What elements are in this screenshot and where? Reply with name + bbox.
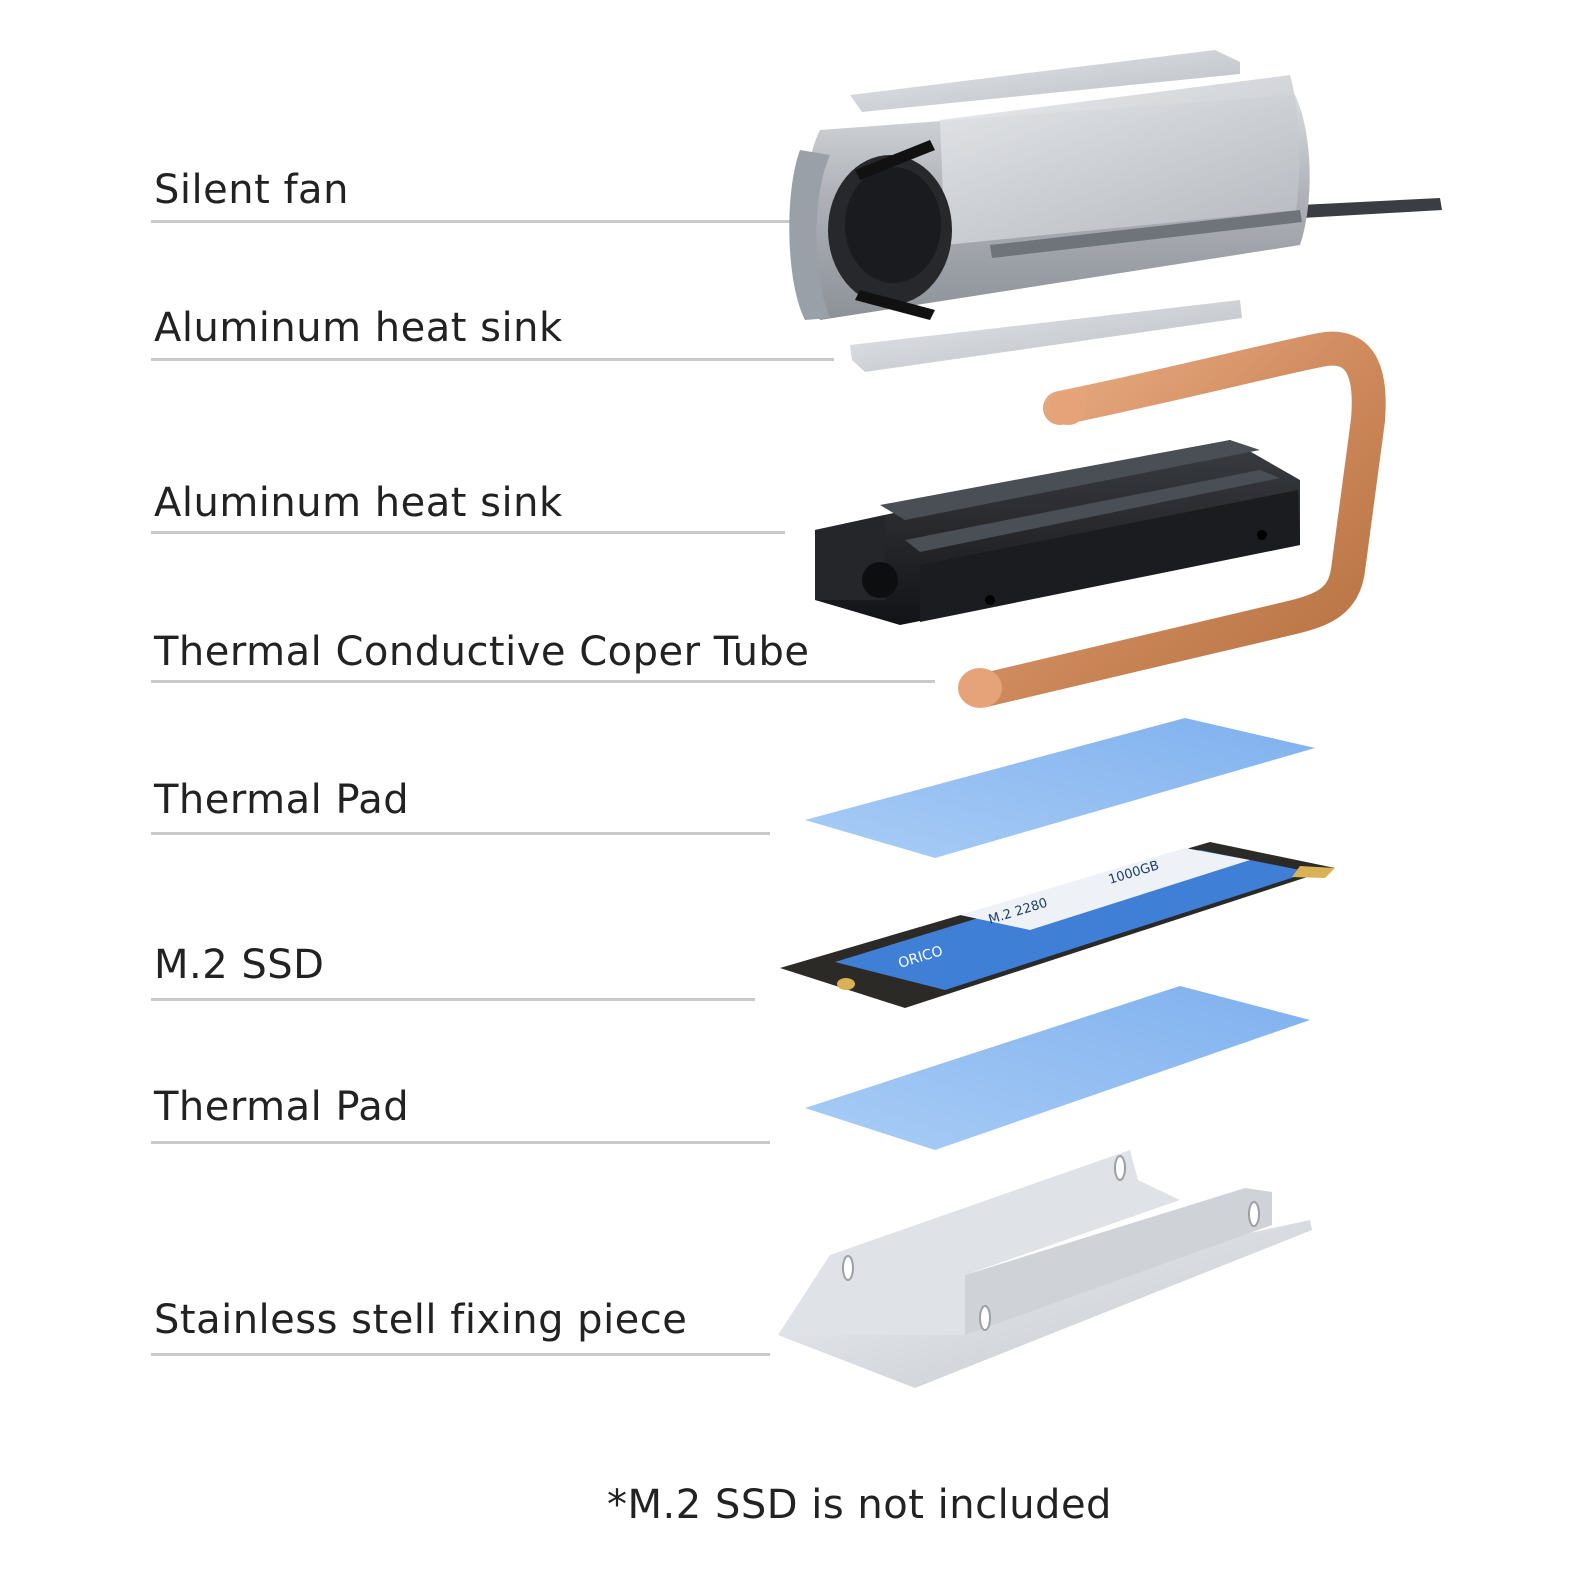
thermal-pad-bottom-image (805, 986, 1310, 1150)
fixing-piece-image (778, 1150, 1312, 1388)
black-heat-sink-image (815, 440, 1300, 625)
silent-fan-heat-sink-image (789, 50, 1442, 372)
thermal-pad-top-image (805, 718, 1315, 858)
m2-ssd-image: M.2 2280 1000GB ORICO (780, 842, 1335, 1008)
